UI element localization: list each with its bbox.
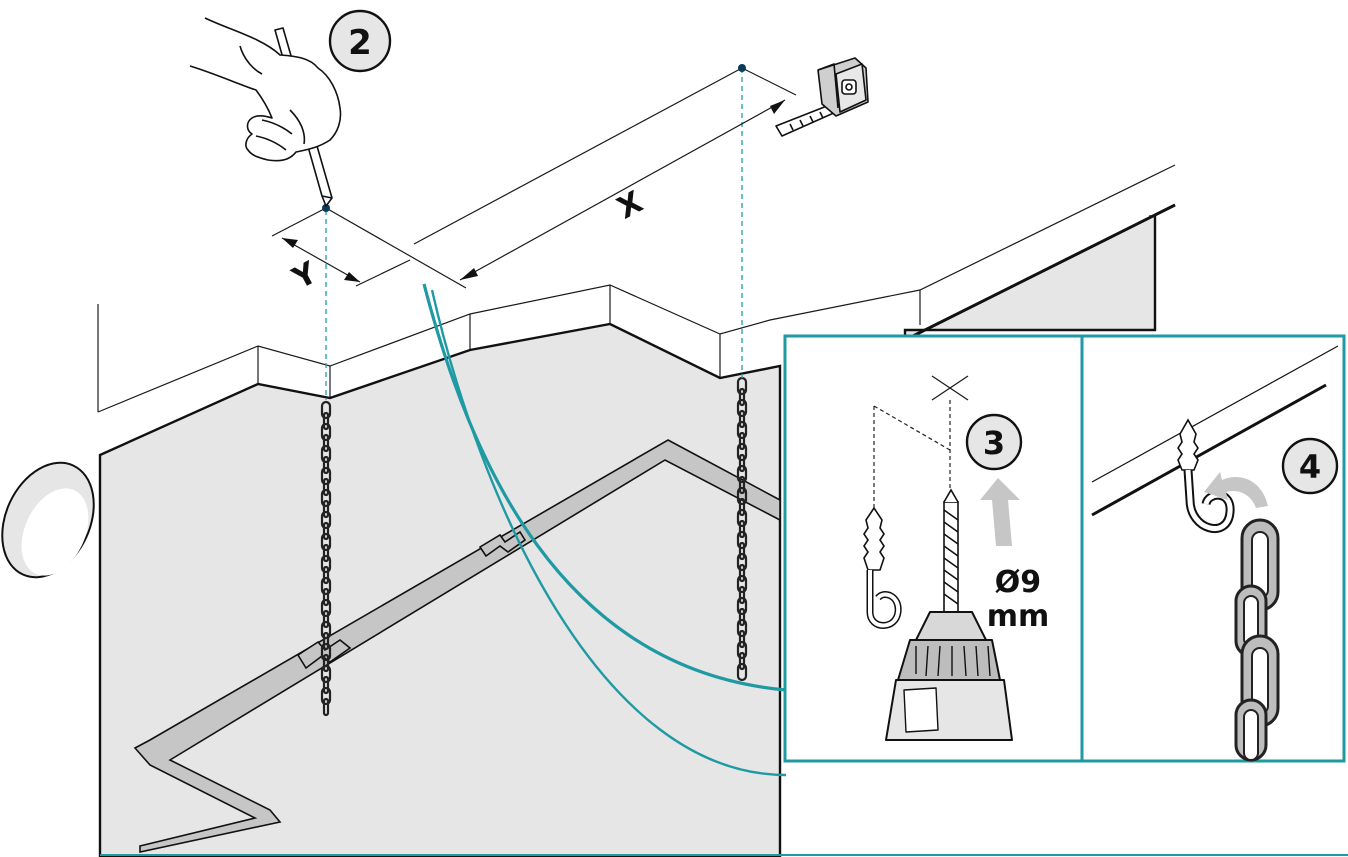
chain-link	[322, 455, 330, 475]
drill-diameter-text: Ø9	[995, 565, 1041, 600]
chain-link	[322, 697, 330, 717]
wall-plug-icon	[1177, 418, 1199, 471]
chain-link	[738, 651, 746, 671]
cable-hole-icon	[1, 461, 95, 579]
curved-arrow-icon	[1204, 472, 1268, 508]
step-3-badge: 3	[965, 413, 1023, 471]
callout-curve-inner	[430, 289, 787, 777]
chain-icon	[1234, 518, 1280, 762]
chain-link	[320, 532, 332, 552]
dimension-lines	[271, 64, 797, 400]
chain-link	[322, 543, 330, 563]
chain-link	[736, 508, 748, 528]
chain-link	[320, 466, 332, 486]
svg-text:4: 4	[1299, 448, 1321, 486]
chain-link	[322, 521, 330, 541]
chain-link	[738, 431, 746, 451]
chain-link	[736, 486, 748, 506]
screw-hook-icon	[866, 570, 902, 629]
chain-link	[320, 510, 332, 530]
chain-link	[322, 433, 330, 453]
chain-link	[320, 554, 332, 574]
chain-link	[736, 552, 748, 572]
dimension-x-label: X	[612, 185, 649, 227]
screw-hook-icon	[1183, 469, 1235, 533]
chain-link	[738, 607, 746, 627]
chain-link	[320, 598, 332, 618]
step-2-badge: 2	[328, 9, 392, 73]
chain-link	[738, 475, 746, 495]
chain-link	[738, 409, 746, 429]
chain-link	[736, 662, 748, 682]
chain-link	[322, 477, 330, 497]
mounting-bracket	[133, 439, 781, 853]
tape-measure-icon	[775, 57, 869, 137]
chain-link	[320, 664, 332, 684]
chain-link	[736, 574, 748, 594]
chain-link	[320, 576, 332, 596]
chain-link	[322, 565, 330, 585]
chain-link	[738, 629, 746, 649]
chain-link	[738, 585, 746, 605]
chain-icon	[736, 376, 748, 682]
chain-link	[736, 640, 748, 660]
svg-text:2: 2	[348, 23, 372, 63]
chain-link	[322, 609, 330, 629]
chain-link	[738, 563, 746, 583]
chain-link	[736, 398, 748, 418]
up-arrow-icon	[980, 478, 1020, 546]
step-4-panel: 4	[1091, 345, 1339, 762]
drill-bit-icon	[943, 488, 959, 613]
svg-text:3: 3	[983, 424, 1005, 462]
chain-link	[322, 411, 330, 431]
chain-link	[320, 642, 332, 662]
chain-link	[320, 422, 332, 442]
step-3-panel: 3 Ø9 mm	[863, 375, 1050, 741]
chain-link	[320, 444, 332, 464]
drill-unit-text: mm	[987, 599, 1050, 634]
chain-link	[320, 620, 332, 640]
chain-link	[738, 497, 746, 517]
chain-link	[322, 653, 330, 673]
step-4-badge: 4	[1281, 437, 1339, 495]
chain-link	[736, 464, 748, 484]
chain-link	[320, 400, 332, 420]
chain-link	[736, 442, 748, 462]
callout-curve-outer	[422, 283, 787, 692]
chain-link	[322, 675, 330, 695]
wall-plug-icon	[863, 506, 885, 571]
dimension-y-label: Y	[286, 255, 324, 297]
chain-link	[738, 453, 746, 473]
chain-link	[738, 519, 746, 539]
chain-link	[320, 488, 332, 508]
chain-icon	[320, 400, 332, 717]
chain-link	[322, 499, 330, 519]
chain-link	[736, 420, 748, 440]
chain-link	[738, 387, 746, 407]
chain-link	[736, 596, 748, 616]
chain-link	[738, 541, 746, 561]
chain-link	[320, 686, 332, 706]
drill-icon	[885, 611, 1013, 741]
chain-link	[736, 618, 748, 638]
chain-link	[322, 631, 330, 651]
hand-pencil-icon	[189, 17, 342, 207]
chain-link	[736, 530, 748, 550]
chain-link	[322, 587, 330, 607]
